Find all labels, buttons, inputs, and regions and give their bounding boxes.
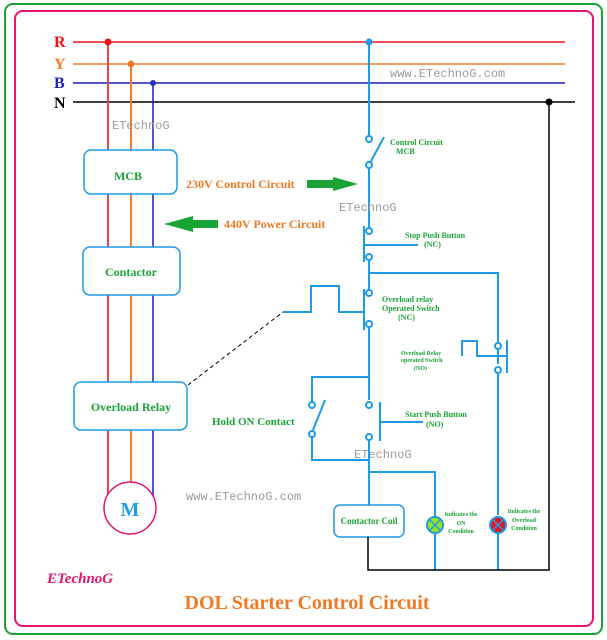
control-mcb-terminal-top [365,135,373,143]
watermark-url-mid: www.ETechnoG.com [186,490,301,504]
on-lamp-label-3: Condition [448,529,474,535]
motor-circle [103,481,157,535]
control-circuit-annotation: 230V Control Circuit [186,177,295,191]
arrow-right-icon [307,177,358,191]
overload-relay-label: Overload Relay [91,400,171,414]
on-lamp-wire [369,471,436,570]
stop-button-label-2: (NC) [424,240,441,249]
ol-nc-terminal-top [365,289,373,297]
ol-nc-terminal-bottom [365,320,373,328]
ol-no-label-2: operated Switch [401,358,443,364]
ol-nc-label-3: (NC) [398,313,415,322]
phase-label-y: Y [54,56,66,73]
ol-no-label-1: Overload Relay [401,351,441,357]
watermark-url-top: www.ETechnoG.com [390,67,505,81]
phase-label-r: R [54,34,66,51]
motor-label: M [121,499,140,521]
mcb-label: MCB [114,169,142,183]
watermark-brand-2: ETechnoG [339,201,397,215]
contactor-label: Contactor [105,265,158,279]
hold-on-contact-label: Hold ON Contact [212,416,295,428]
hold-terminal-top [308,401,316,409]
overload-lamp-label-1: Indicates the [508,509,541,515]
ol-nc-actuator [283,285,364,313]
ol-no-terminal-bottom [494,366,502,374]
control-mcb-switch-blade [369,136,385,164]
arrow-left-icon [164,216,218,232]
etechnog-logo: ETechnoG [46,571,113,587]
on-lamp-cross-2 [429,519,441,531]
ol-no-terminal-top [494,342,502,350]
control-mcb-terminal-bottom [365,161,373,169]
ol-nc-label-1: Overload relay [382,295,433,304]
start-button-label-2: (NO) [426,420,444,429]
mcb-box [83,149,178,195]
overload-lamp-label-2: Overload [512,518,537,524]
ol-nc-label-2: Operated Switch [382,304,440,313]
neutral-return-wire [367,102,550,571]
contactor-coil-box [333,504,405,538]
contactor-box [82,246,181,296]
branch-wire-overload [369,272,499,364]
on-lamp-label-2: ON [457,521,467,527]
outer-border [4,3,603,635]
on-lamp-label-1: Indicates the [445,512,478,518]
junction-dot-b [150,80,156,86]
hold-terminal-bottom [308,430,316,438]
power-circuit-annotation: 440V Power Circuit [224,217,325,231]
inner-border [14,10,594,627]
overload-lamp-label-3: Condition [511,526,537,532]
start-button-terminal-bottom [365,433,373,441]
ol-no-actuator [461,340,507,357]
mechanical-link-dashed [187,311,284,386]
hold-contact-blade [312,399,326,431]
junction-dot-r [104,38,112,46]
junction-dot-y [127,60,135,68]
hold-branch-top [311,376,369,402]
stop-button-terminal-top [365,227,373,235]
contactor-coil-label: Contactor Coil [340,516,398,526]
start-button-label-1: Start Push Button [405,410,467,419]
overload-lamp-cross-2 [492,519,504,531]
phase-label-b: B [54,75,65,92]
control-mcb-label-2: MCB [396,147,415,156]
stop-button-label-1: Stop Push Button [405,231,466,240]
control-mcb-label-1: Control Circuit [390,138,443,147]
ol-no-label-3: (NO) [414,365,427,372]
stop-button-terminal-bottom [365,253,373,261]
watermark-brand-3: ETechnoG [354,448,412,462]
overload-relay-box [73,381,188,431]
diagram-title: DOL Starter Control Circuit [185,592,430,614]
watermark-brand-1: ETechnoG [112,119,170,133]
phase-label-n: N [54,95,66,112]
hold-branch-bottom [311,437,369,461]
start-button-terminal-top [365,401,373,409]
